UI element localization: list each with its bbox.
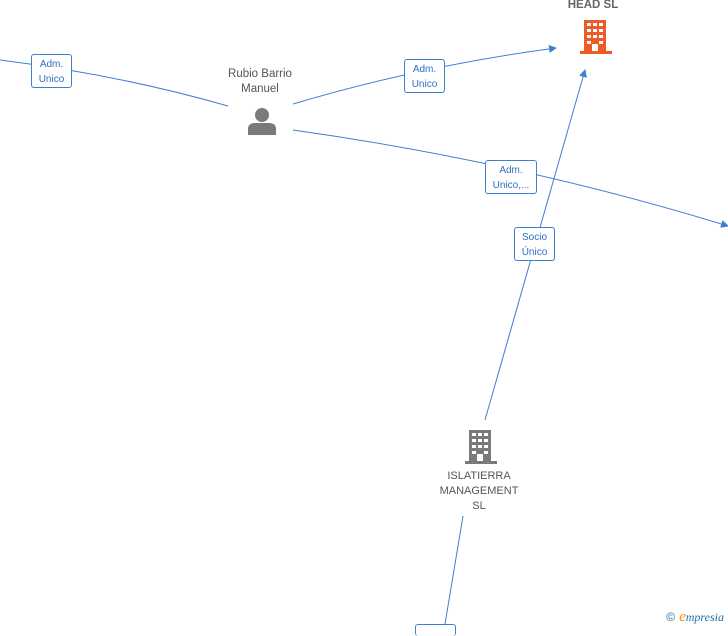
node-rubio-label[interactable]: Rubio Barrio Manuel bbox=[214, 67, 306, 97]
edge-label-isla-head[interactable]: Socio Único bbox=[514, 227, 555, 261]
empresia-logo: ©empresia bbox=[666, 609, 724, 626]
node-islatierra-label-line1: ISLATIERRA bbox=[447, 470, 511, 482]
person-icon[interactable] bbox=[248, 107, 276, 135]
edge-left-to-rubio bbox=[0, 59, 229, 107]
edge-label-line2: Unico bbox=[38, 74, 65, 85]
edge-islatierra-down bbox=[443, 515, 464, 630]
edge-label-line2: Unico bbox=[411, 79, 438, 90]
brand-name: mpresia bbox=[685, 610, 724, 624]
edge-label-left-adm[interactable]: Adm. Unico bbox=[31, 54, 72, 88]
edge-label-rubio-right[interactable]: Adm. Unico,... bbox=[485, 160, 537, 194]
node-rubio-label-line1: Rubio Barrio bbox=[228, 68, 292, 80]
edge-label-line1: Adm. bbox=[39, 59, 64, 70]
edge-label-line1: Adm. bbox=[412, 64, 437, 75]
copyright-icon: © bbox=[666, 610, 676, 624]
node-islatierra-label-line3: SL bbox=[472, 500, 486, 512]
node-rubio-label-line2: Manuel bbox=[241, 83, 279, 95]
brand-e: e bbox=[679, 609, 686, 625]
edge-label-line2: Único bbox=[521, 247, 548, 258]
building-icon[interactable] bbox=[465, 430, 497, 464]
node-head-sl-label[interactable]: HEAD SL bbox=[567, 0, 619, 11]
building-icon[interactable] bbox=[580, 20, 612, 54]
edge-label-line1: Socio bbox=[521, 232, 547, 243]
node-islatierra-label-line2: MANAGEMENT bbox=[439, 485, 519, 497]
edge-label-partial-bottom[interactable] bbox=[415, 624, 456, 636]
edge-label-rubio-head[interactable]: Adm. Unico bbox=[404, 59, 445, 93]
edge-label-line2: Unico,... bbox=[492, 180, 530, 191]
node-islatierra-label[interactable]: ISLATIERRA MANAGEMENT SL bbox=[424, 469, 534, 514]
edge-label-line1: Adm. bbox=[499, 165, 523, 176]
